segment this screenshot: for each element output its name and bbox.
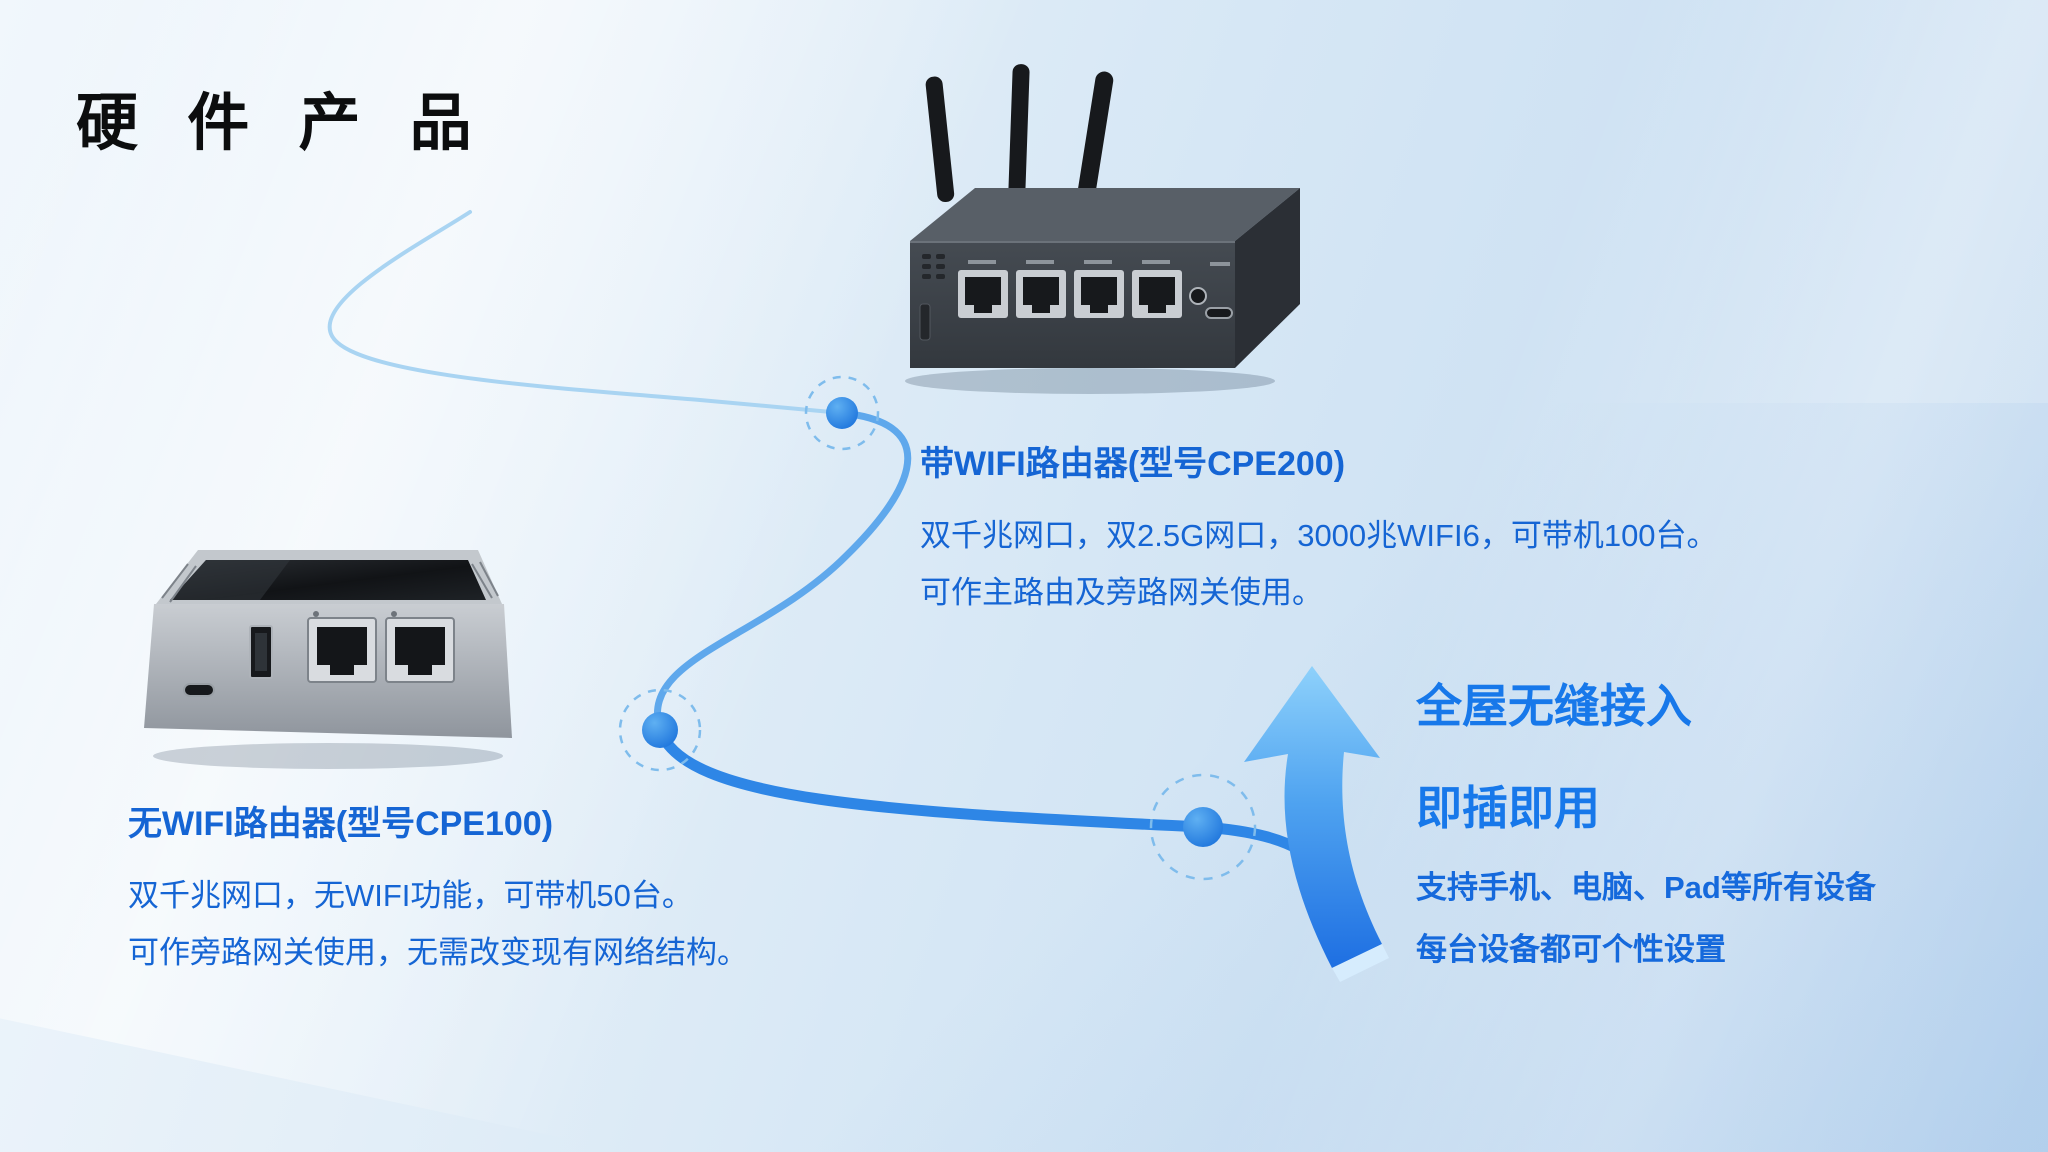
curve-segment-thick: [654, 724, 1306, 856]
cpe200-spec-line: 双千兆网口，双2.5G网口，3000兆WIFI6，可带机100台。: [920, 518, 1718, 553]
benefit-headline-2: 即插即用: [1416, 782, 1600, 834]
cpe100-spec-line: 可作旁路网关使用，无需改变现有网络结构。: [128, 935, 748, 970]
node-dot: [618, 688, 702, 772]
benefit-line-1: 支持手机、电脑、Pad等所有设备: [1416, 870, 1876, 905]
cpe100-router-illustration: [144, 550, 512, 769]
benefit-line-2: 每台设备都可个性设置: [1416, 932, 1726, 967]
cpe200-spec-line: 可作主路由及旁路网关使用。: [920, 575, 1323, 610]
benefit-headline-1: 全屋无缝接入: [1416, 680, 1692, 732]
cpe100-name: 无WIFI路由器(型号CPE100): [128, 805, 554, 843]
cpe200-name: 带WIFI路由器(型号CPE200): [920, 445, 1346, 483]
cpe200-router-illustration: [905, 64, 1300, 394]
cpe100-spec-line: 双千兆网口，无WIFI功能，可带机50台。: [128, 878, 693, 913]
cpe200-description: 带WIFI路由器(型号CPE200) 双千兆网口，双2.5G网口，3000兆WI…: [920, 436, 1718, 621]
node-dot: [804, 375, 880, 451]
up-arrow-icon: [1244, 666, 1389, 982]
curve-segment-thin: [327, 210, 844, 415]
cpe100-description: 无WIFI路由器(型号CPE100) 双千兆网口，无WIFI功能，可带机50台。…: [128, 796, 748, 981]
page-title: 硬 件 产 品: [76, 89, 488, 158]
node-dot: [1149, 773, 1257, 881]
curve-segment-mid: [654, 409, 912, 734]
